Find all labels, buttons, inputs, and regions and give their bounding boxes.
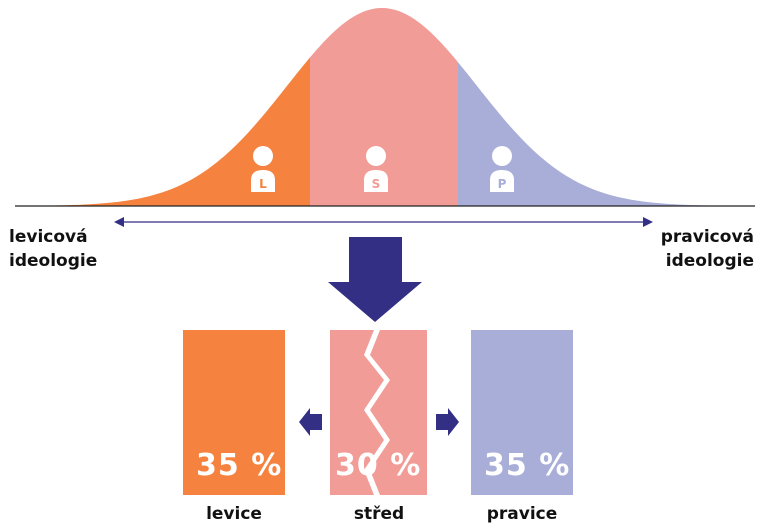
person-icon-center: S <box>364 146 388 192</box>
axis-label-left: levicová ideologie <box>9 225 97 273</box>
bar-left <box>183 330 285 495</box>
curve-segment-right <box>458 62 755 206</box>
person-letter-right: P <box>498 177 507 191</box>
bar-caption-right: pravice <box>486 504 558 524</box>
ideology-axis-arrow <box>114 217 653 227</box>
right-arrow-icon <box>436 408 459 436</box>
axis-label-right-line1: pravicová <box>660 227 754 247</box>
bar-percent-left: 35 % <box>196 448 283 483</box>
curve-segment-center <box>310 8 458 206</box>
person-letter-center: S <box>372 177 381 191</box>
axis-label-left-line1: levicová <box>9 227 88 247</box>
axis-label-left-line2: ideologie <box>9 251 98 271</box>
bar-percent-right: 35 % <box>484 448 571 483</box>
axis-label-right: pravicová ideologie <box>661 225 754 273</box>
bar-right <box>471 330 573 495</box>
bar-percent-center: 30 % <box>335 448 422 483</box>
person-letter-left: L <box>259 177 267 191</box>
axis-label-right-line2: ideologie <box>665 251 754 271</box>
bar-caption-left: levice <box>206 504 262 524</box>
down-arrow-icon <box>328 237 422 322</box>
person-icon-left: L <box>251 146 275 192</box>
person-icon-right: P <box>490 146 514 192</box>
left-arrow-icon <box>299 408 322 436</box>
bar-caption-center: střed <box>353 504 405 524</box>
curve-segment-left <box>15 57 310 206</box>
bar-center <box>330 330 427 495</box>
